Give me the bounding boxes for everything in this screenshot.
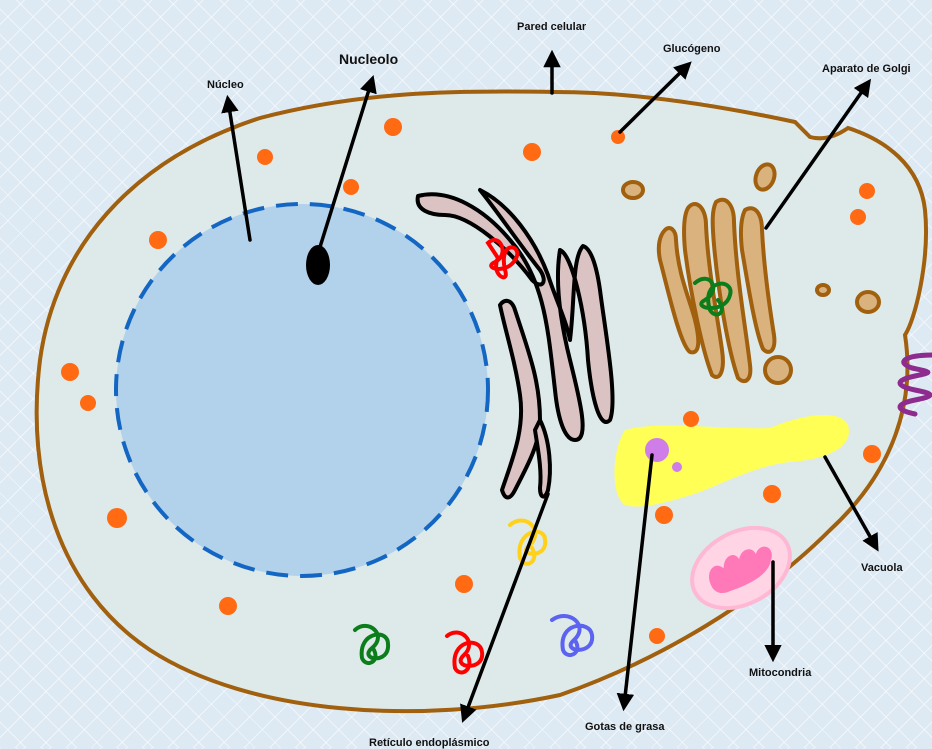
fat-drop-small [672,462,682,472]
label-pared-celular: Pared celular [517,21,586,33]
label-nucleo: Núcleo [207,79,244,91]
nucleus [116,204,488,576]
fat-drop [645,438,669,462]
membrane-protein [900,355,932,414]
label-mitocondria: Mitocondria [749,667,811,679]
label-glucogeno: Glucógeno [663,43,720,55]
nucleolus [306,245,330,285]
label-reticulo: Retículo endoplásmico [369,737,489,749]
label-aparato-golgi: Aparato de Golgi [822,63,911,75]
label-nucleolo: Nucleolo [339,51,398,67]
label-gotas-grasa: Gotas de grasa [585,721,664,733]
label-vacuola: Vacuola [861,562,903,574]
